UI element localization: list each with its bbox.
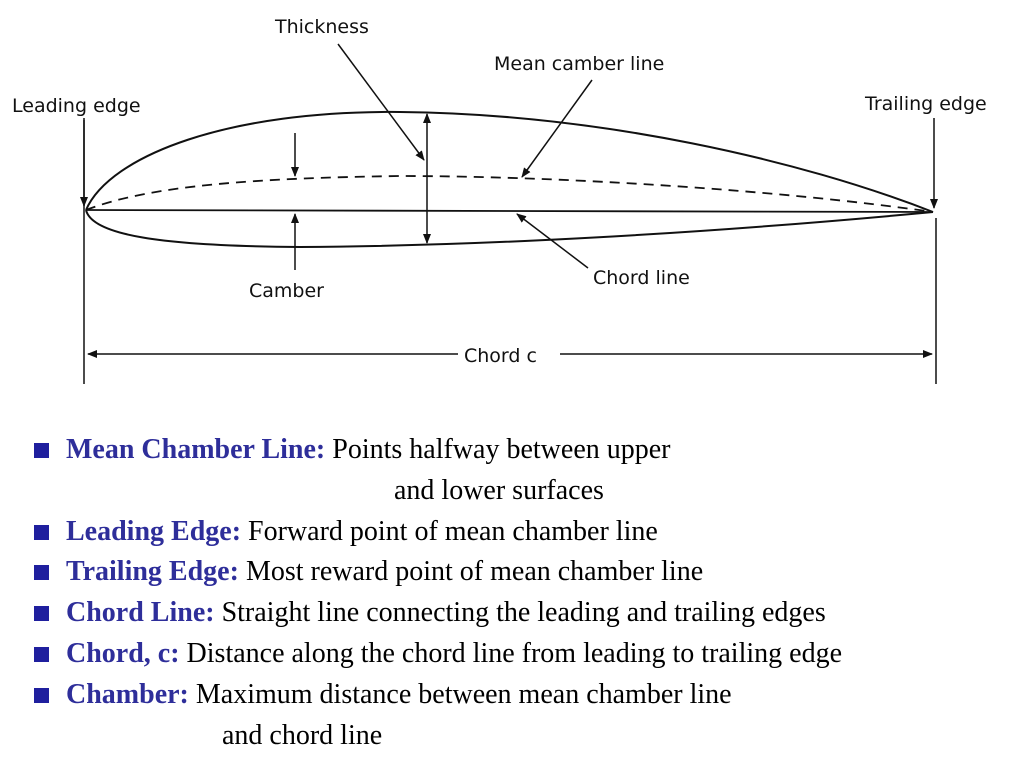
camber-label: Camber (249, 280, 324, 302)
square-bullet-icon (34, 565, 49, 581)
mean-camber-leader-line (521, 79, 593, 178)
definition-description: Maximum distance between mean chamber li… (195, 678, 732, 710)
chord-line (85, 209, 934, 213)
definition-description: Straight line connecting the leading and… (221, 597, 826, 629)
square-bullet-icon (34, 443, 49, 458)
airfoil-lower-surface (85, 209, 934, 249)
airfoil-diagram: Thickness Mean camber line Leading edge … (12, 16, 987, 384)
airfoil-upper-surface (85, 110, 934, 213)
definition-term: Mean Chamber Line: (66, 434, 326, 465)
definition-chord-line: Chord Line: Straight line connecting the… (32, 593, 1022, 634)
definition-description-continued: and lower surfaces (394, 474, 604, 506)
definition-description: Distance along the chord line from leadi… (186, 637, 843, 669)
mean-camber-line (85, 175, 934, 213)
definition-chord-c: Chord, c: Distance along the chord line … (32, 634, 1022, 675)
definition-chamber: Chamber: Maximum distance between mean c… (32, 675, 1022, 757)
square-bullet-icon (34, 687, 49, 703)
thickness-leader-line (337, 43, 425, 161)
definition-term: Chord, c: (66, 637, 180, 669)
chord-line-label: Chord line (593, 267, 690, 289)
thickness-label: Thickness (274, 16, 369, 38)
definition-term: Trailing Edge: (66, 556, 239, 588)
leading-edge-label: Leading edge (12, 95, 141, 117)
definition-trailing-edge: Trailing Edge: Most reward point of mean… (32, 552, 1022, 593)
definition-term: Chamber: (66, 678, 189, 710)
definition-description: Points halfway between upper (332, 434, 671, 465)
mean-camber-line-label: Mean camber line (494, 53, 664, 75)
chord-line-leader-line (516, 213, 589, 269)
square-bullet-icon (34, 606, 49, 622)
definition-leading-edge: Leading Edge: Forward point of mean cham… (32, 512, 1022, 553)
chord-label: Chord c (464, 345, 537, 367)
definition-term: Leading Edge: (66, 515, 242, 547)
square-bullet-icon (34, 524, 49, 540)
definition-description: Most reward point of mean chamber line (245, 556, 704, 588)
definitions-list: Mean Chamber Line: Points halfway betwee… (32, 430, 1022, 756)
definition-description: Forward point of mean chamber line (248, 515, 658, 547)
definition-term: Chord Line: (66, 597, 215, 629)
trailing-edge-label: Trailing edge (864, 93, 987, 115)
square-bullet-icon (34, 646, 49, 662)
definition-description-continued: and chord line (222, 719, 383, 751)
definition-mean-chamber-line: Mean Chamber Line: Points halfway betwee… (32, 430, 1022, 512)
